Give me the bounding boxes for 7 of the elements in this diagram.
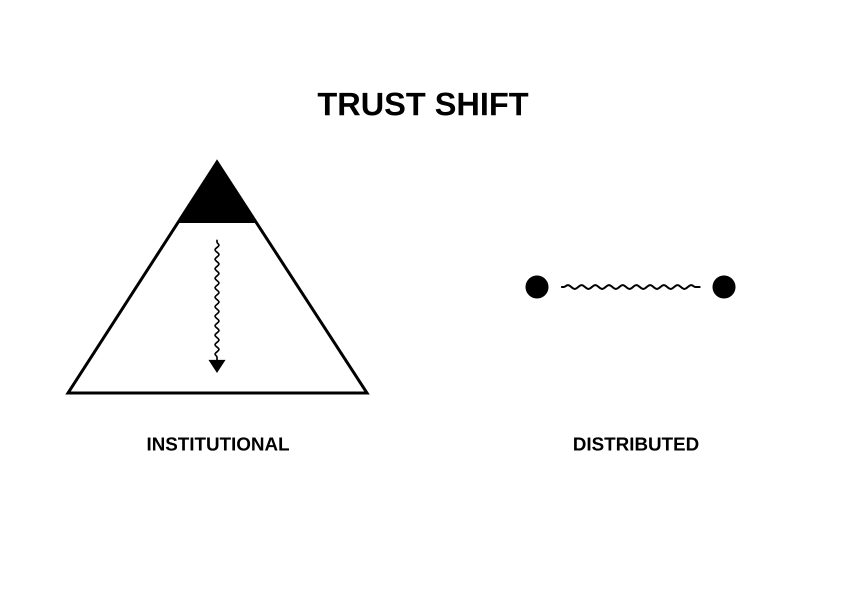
- wavy-line: [560, 284, 701, 290]
- apex-triangle: [179, 162, 255, 223]
- diagram-title: TRUST SHIFT: [318, 92, 528, 116]
- dot: [526, 276, 548, 298]
- caption-label: INSTITUTIONAL: [148, 437, 289, 451]
- dot: [712, 276, 736, 298]
- caption-label: DISTRIBUTED: [574, 437, 698, 451]
